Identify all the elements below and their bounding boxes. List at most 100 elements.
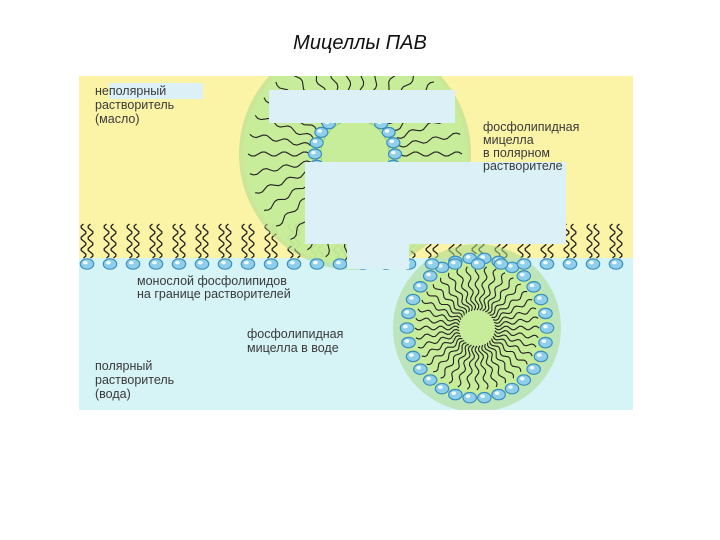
head-highlight xyxy=(221,261,226,265)
head-highlight xyxy=(405,310,410,314)
head-highlight xyxy=(311,151,316,155)
head-highlight xyxy=(520,261,525,265)
slide-title: Мицеллы ПАВ xyxy=(0,32,720,55)
label-line: неполярный xyxy=(95,84,166,98)
head-highlight xyxy=(520,377,525,381)
head-highlight xyxy=(537,296,542,300)
head-highlight xyxy=(438,385,443,389)
head-highlight xyxy=(426,377,431,381)
phospholipid-head xyxy=(435,383,448,393)
phospholipid-head xyxy=(406,294,419,304)
phospholipid-head xyxy=(218,259,231,269)
head-highlight xyxy=(495,391,500,395)
head-highlight xyxy=(313,261,318,265)
head-highlight xyxy=(530,284,535,288)
phospholipid-head xyxy=(586,259,599,269)
phospholipid-head xyxy=(423,271,436,281)
phospholipid-head xyxy=(494,259,507,269)
label-line: мицелла xyxy=(483,133,534,147)
label-line: растворителе xyxy=(483,159,563,173)
phospholipid-head xyxy=(527,282,540,292)
head-highlight xyxy=(542,339,547,343)
head-highlight xyxy=(497,261,502,265)
head-highlight xyxy=(405,339,410,343)
phospholipid-head xyxy=(195,259,208,269)
label-line: (вода) xyxy=(95,387,131,401)
phospholipid-head xyxy=(382,127,395,137)
phospholipid-head xyxy=(540,323,553,333)
label-line: (масло) xyxy=(95,112,140,126)
head-highlight xyxy=(466,255,471,259)
head-highlight xyxy=(129,261,134,265)
phospholipid-head xyxy=(402,337,415,347)
head-highlight xyxy=(543,325,548,329)
phospholipid-head xyxy=(517,271,530,281)
phospholipid-head xyxy=(505,383,518,393)
phospholipid-head xyxy=(414,282,427,292)
label-line: в полярном xyxy=(483,146,550,160)
head-highlight xyxy=(542,310,547,314)
head-highlight xyxy=(537,353,542,357)
phospholipid-head xyxy=(527,364,540,374)
head-highlight xyxy=(403,325,408,329)
phospholipid-head xyxy=(387,138,400,148)
phospholipid-head xyxy=(406,351,419,361)
head-highlight xyxy=(290,261,295,265)
head-highlight xyxy=(520,273,525,277)
label-line: мицелла в воде xyxy=(247,341,339,355)
label-line: растворитель xyxy=(95,373,174,387)
head-highlight xyxy=(612,261,617,265)
head-highlight xyxy=(313,140,318,144)
water-micelle-label: фосфолипидная мицелла в воде xyxy=(247,327,343,355)
head-highlight xyxy=(336,261,341,265)
head-highlight xyxy=(198,261,203,265)
monolayer-label: монослой фосфолипидов на границе раствор… xyxy=(137,274,291,301)
phospholipid-head xyxy=(310,259,323,269)
phospholipid-head xyxy=(463,392,476,402)
head-highlight xyxy=(267,261,272,265)
cover-patch xyxy=(269,90,455,123)
phospholipid-head xyxy=(400,323,413,333)
phospholipid-head xyxy=(534,294,547,304)
head-highlight xyxy=(589,261,594,265)
phospholipid-head xyxy=(149,259,162,269)
phospholipid-head xyxy=(517,375,530,385)
head-highlight xyxy=(416,284,421,288)
phospholipid-head xyxy=(414,364,427,374)
head-highlight xyxy=(317,129,322,133)
phospholipid-head xyxy=(539,337,552,347)
phospholipid-head xyxy=(126,259,139,269)
cover-patch xyxy=(347,243,409,269)
head-highlight xyxy=(409,296,414,300)
phospholipid-head xyxy=(471,259,484,269)
head-highlight xyxy=(480,394,485,398)
head-highlight xyxy=(466,394,471,398)
phospholipid-head xyxy=(449,389,462,399)
phospholipid-head xyxy=(425,259,438,269)
head-highlight xyxy=(106,261,111,265)
phospholipid-head xyxy=(540,259,553,269)
micelle-diagram: неполярный растворитель (масло) фосфолип… xyxy=(79,76,633,410)
phospholipid-head xyxy=(517,259,530,269)
phospholipid-head xyxy=(402,308,415,318)
phospholipid-head xyxy=(333,259,346,269)
head-highlight xyxy=(480,255,485,259)
label-line: растворитель xyxy=(95,98,174,112)
head-highlight xyxy=(451,391,456,395)
head-highlight xyxy=(391,151,396,155)
phospholipid-head xyxy=(492,389,505,399)
phospholipid-head xyxy=(309,149,322,159)
label-line: на границе растворителей xyxy=(137,287,291,301)
phospholipid-head xyxy=(103,259,116,269)
head-highlight xyxy=(83,261,88,265)
head-highlight xyxy=(175,261,180,265)
label-line: фосфолипидная xyxy=(247,327,343,341)
head-highlight xyxy=(416,366,421,370)
label-line: полярный xyxy=(95,359,152,373)
label-line: фосфолипидная xyxy=(483,120,579,134)
phospholipid-head xyxy=(534,351,547,361)
head-highlight xyxy=(543,261,548,265)
phospholipid-head xyxy=(423,375,436,385)
head-highlight xyxy=(530,366,535,370)
phospholipid-head xyxy=(563,259,576,269)
